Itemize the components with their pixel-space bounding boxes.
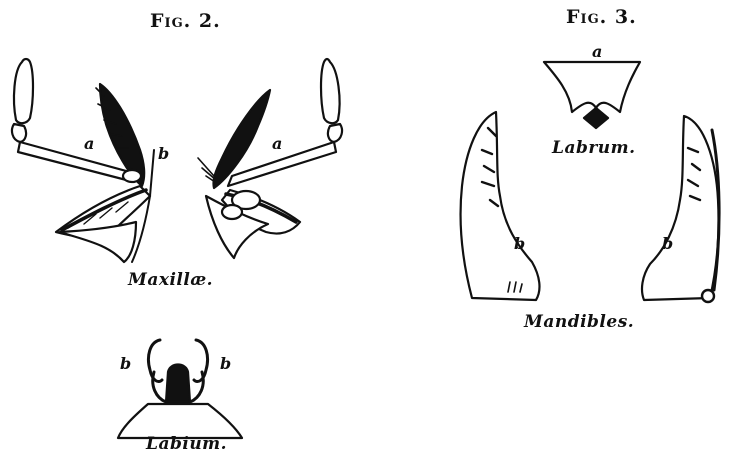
left-maxilla-drawing bbox=[12, 59, 154, 262]
labium-right-letter: b bbox=[220, 354, 231, 373]
left-mandible-outline bbox=[460, 112, 539, 300]
right-maxilla-drawing bbox=[198, 59, 342, 258]
fig-3-title: Fig. 3. bbox=[566, 6, 637, 28]
labium-left-palp bbox=[148, 340, 162, 382]
left-maxillary-palp bbox=[14, 59, 33, 123]
labium-right-palp bbox=[194, 340, 208, 382]
left-mandible-drawing bbox=[460, 112, 539, 300]
labium-caption: Labium. bbox=[146, 434, 227, 454]
right-maxilla-letter: a bbox=[272, 134, 282, 153]
labrum-letter: a bbox=[592, 42, 602, 61]
left-maxilla-letter: a bbox=[84, 134, 94, 153]
labrum-caption: Labrum. bbox=[552, 138, 636, 158]
right-maxillary-palp bbox=[321, 59, 340, 123]
left-palp-joint bbox=[12, 124, 26, 142]
labrum-drawing bbox=[544, 62, 640, 128]
maxilla-b-letter: b bbox=[158, 144, 169, 163]
right-mandible-outline bbox=[642, 116, 719, 300]
labium-ligula bbox=[166, 365, 190, 403]
mandibles-caption: Mandibles. bbox=[524, 312, 634, 332]
labium-left-letter: b bbox=[120, 354, 131, 373]
labrum-plate bbox=[544, 62, 640, 112]
left-mandible-letter: b bbox=[514, 234, 525, 253]
right-mandible-letter: b bbox=[662, 234, 673, 253]
fig-2-title: Fig. 2. bbox=[150, 10, 221, 32]
maxillae-caption: Maxillæ. bbox=[128, 270, 213, 290]
right-mandible-drawing bbox=[642, 116, 719, 302]
labium-mentum bbox=[118, 404, 242, 438]
